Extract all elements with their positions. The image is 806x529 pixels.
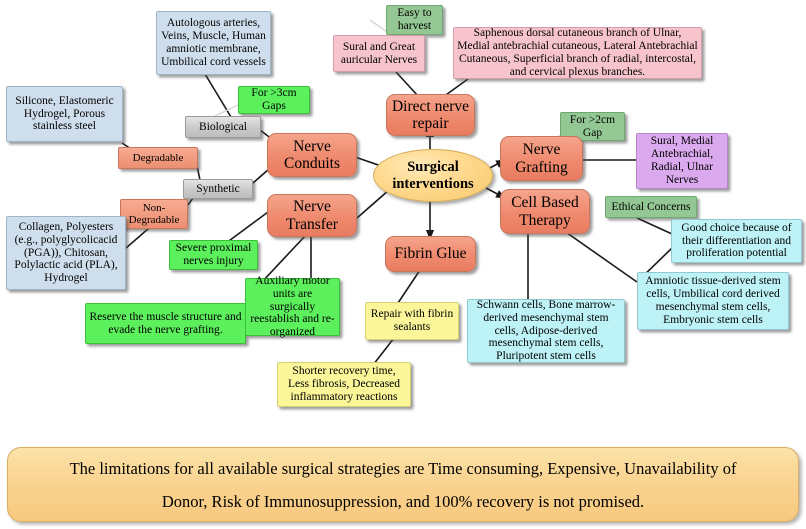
- node-for-3cm-gaps-label: For >3cm Gaps: [251, 87, 297, 112]
- node-collagen-group[interactable]: Collagen, Polyesters (e.g., polyglycolic…: [6, 216, 126, 290]
- node-ethical-concerns[interactable]: Ethical Concerns: [605, 196, 697, 218]
- node-good-choice[interactable]: Good choice because of their differentia…: [671, 219, 802, 263]
- node-cell-based-therapy[interactable]: Cell Based Therapy: [500, 189, 590, 234]
- node-nerve-transfer-label: Nerve Transfer: [286, 198, 338, 233]
- node-nerve-grafting[interactable]: Nerve Grafting: [500, 136, 583, 181]
- node-autologous-sources[interactable]: Autologous arteries, Veins, Muscle, Huma…: [156, 11, 271, 75]
- node-easy-to-harvest[interactable]: Easy to harvest: [386, 5, 443, 35]
- limitations-banner: The limitations for all available surgic…: [7, 447, 799, 522]
- node-reserve-muscle-label: Reserve the muscle structure and evade t…: [89, 310, 242, 336]
- node-fibrin-glue-label: Fibrin Glue: [394, 245, 467, 263]
- node-easy-to-harvest-label: Easy to harvest: [397, 7, 432, 32]
- node-synthetic-label: Synthetic: [196, 182, 240, 195]
- node-severe-proximal-injury[interactable]: Severe proximal nerves injury: [169, 240, 258, 270]
- node-repair-with-fibrin-label: Repair with fibrin sealants: [370, 308, 454, 333]
- node-sural-great-auricular-label: Sural and Great auricular Nerves: [340, 40, 418, 66]
- node-for-3cm-gaps[interactable]: For >3cm Gaps: [238, 86, 310, 114]
- node-autologous-sources-label: Autologous arteries, Veins, Muscle, Huma…: [161, 17, 266, 68]
- node-amniotic-stem-cells[interactable]: Amniotic tissue-derived stem cells, Umbi…: [637, 272, 789, 330]
- node-nerve-grafting-label: Nerve Grafting: [515, 141, 568, 176]
- node-biological-label: Biological: [199, 120, 247, 133]
- node-cell-based-therapy-label: Cell Based Therapy: [511, 194, 579, 229]
- node-nerve-transfer[interactable]: Nerve Transfer: [267, 194, 357, 237]
- node-sural-medial-nerves-label: Sural, Medial Antebrachial, Radial, Ulna…: [650, 135, 714, 186]
- node-surgical-interventions-label: Surgical interventions: [392, 159, 474, 192]
- node-collagen-group-label: Collagen, Polyesters (e.g., polyglycolic…: [14, 220, 118, 285]
- node-schwann-cells[interactable]: Schwann cells, Bone marrow-derived mesen…: [467, 299, 625, 363]
- node-nerve-conduits-label: Nerve Conduits: [284, 137, 340, 172]
- node-synthetic[interactable]: Synthetic: [183, 179, 253, 199]
- node-direct-nerve-repair-label: Direct nerve repair: [391, 97, 470, 132]
- node-severe-proximal-injury-label: Severe proximal nerves injury: [175, 242, 252, 267]
- node-shorter-recovery-label: Shorter recovery time, Less fibrosis, De…: [287, 365, 401, 403]
- node-amniotic-stem-cells-label: Amniotic tissue-derived stem cells, Umbi…: [645, 275, 781, 326]
- node-auxiliary-motor-units-label: Auxiliary motor units are surgically ree…: [250, 274, 335, 339]
- node-auxiliary-motor-units[interactable]: Auxiliary motor units are surgically ree…: [245, 274, 340, 339]
- node-saphenous-branches-label: Saphenous dorsal cutaneous branch of Uln…: [457, 27, 698, 78]
- node-nerve-conduits[interactable]: Nerve Conduits: [267, 133, 357, 177]
- node-degradable-label: Degradable: [132, 151, 184, 164]
- node-saphenous-branches[interactable]: Saphenous dorsal cutaneous branch of Uln…: [453, 27, 702, 79]
- node-non-degradable[interactable]: Non-Degradable: [120, 199, 188, 229]
- limitations-banner-line1: The limitations for all available surgic…: [69, 458, 737, 478]
- node-fibrin-glue[interactable]: Fibrin Glue: [385, 236, 476, 272]
- node-degradable[interactable]: Degradable: [118, 147, 198, 169]
- node-reserve-muscle[interactable]: Reserve the muscle structure and evade t…: [85, 303, 246, 344]
- node-repair-with-fibrin[interactable]: Repair with fibrin sealants: [365, 302, 459, 340]
- node-biological[interactable]: Biological: [185, 116, 261, 138]
- limitations-banner-line2: Donor, Risk of Immunosuppression, and 10…: [161, 491, 645, 511]
- node-non-degradable-label: Non-Degradable: [128, 201, 180, 226]
- node-schwann-cells-label: Schwann cells, Bone marrow-derived mesen…: [476, 298, 616, 363]
- node-surgical-interventions[interactable]: Surgical interventions: [373, 149, 493, 202]
- node-for-2cm-gap-label: For >2cm Gap: [569, 113, 616, 139]
- node-direct-nerve-repair[interactable]: Direct nerve repair: [386, 94, 475, 136]
- node-silicone-group-label: Silicone, Elastomeric Hydrogel, Porous s…: [15, 94, 114, 133]
- node-good-choice-label: Good choice because of their differentia…: [681, 221, 792, 260]
- node-sural-medial-nerves[interactable]: Sural, Medial Antebrachial, Radial, Ulna…: [636, 133, 728, 189]
- node-shorter-recovery[interactable]: Shorter recovery time, Less fibrosis, De…: [277, 362, 411, 407]
- node-sural-great-auricular[interactable]: Sural and Great auricular Nerves: [333, 35, 425, 72]
- node-ethical-concerns-label: Ethical Concerns: [611, 200, 691, 213]
- node-silicone-group[interactable]: Silicone, Elastomeric Hydrogel, Porous s…: [6, 86, 123, 142]
